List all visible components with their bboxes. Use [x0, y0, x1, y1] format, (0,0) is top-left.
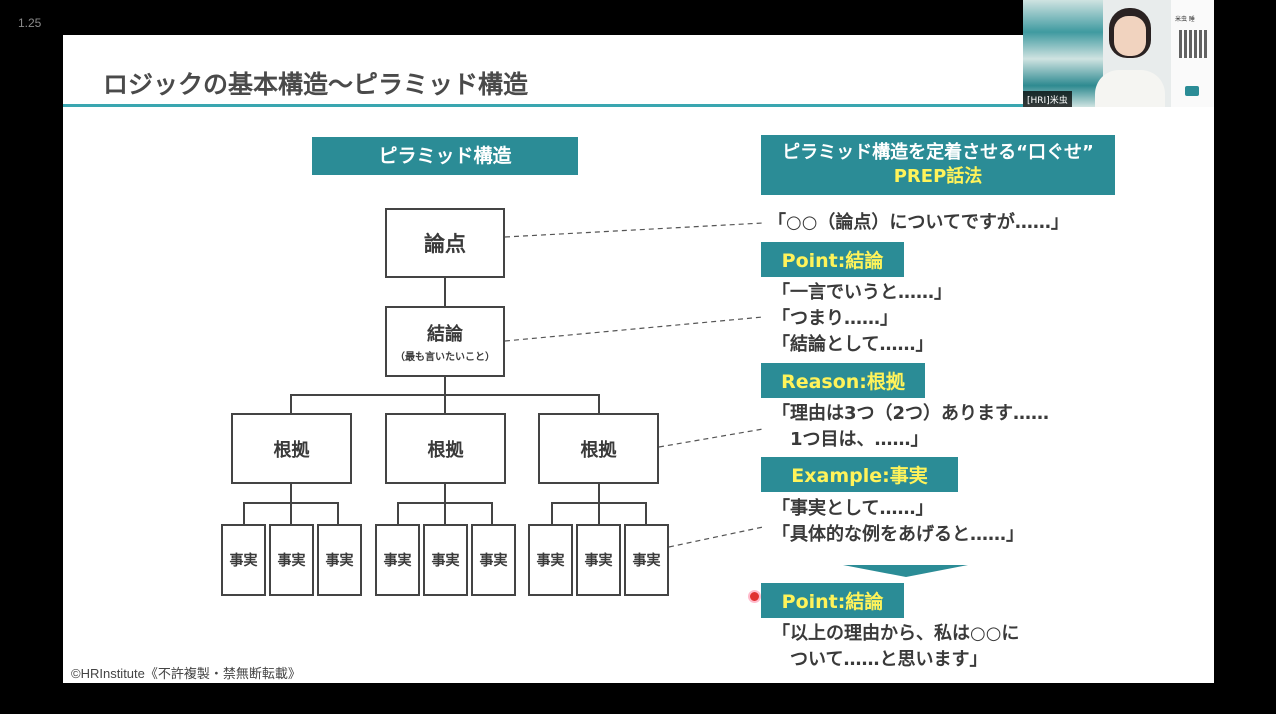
- fact-label: 事実: [325, 553, 354, 569]
- leader-line-fact: [668, 526, 764, 548]
- logo-icon: [1185, 86, 1199, 96]
- reason-lines: 「理由は3つ（2つ）あります…… 1つ目は、……」: [772, 401, 1049, 453]
- connector: [444, 502, 446, 524]
- reason-line: 1つ目は、……」: [772, 429, 929, 450]
- copyright: ©HRInstitute《不許複製・禁無断転載》: [71, 666, 301, 681]
- fact-box: 事実: [576, 524, 621, 596]
- pyramid-header: ピラミッド構造: [312, 137, 578, 175]
- fact-box: 事実: [423, 524, 468, 596]
- fact-label: 事実: [536, 553, 565, 569]
- fact-box: 事実: [269, 524, 314, 596]
- leader-line-conclusion: [504, 316, 764, 342]
- fact-box: 事実: [221, 524, 266, 596]
- example-line: 「具体的な例をあげると……」: [772, 524, 1024, 545]
- issue-label: 論点: [424, 232, 466, 256]
- fact-label: 事実: [584, 553, 613, 569]
- connector: [290, 484, 292, 503]
- example-line: 「事実として……」: [772, 498, 934, 519]
- connector: [397, 502, 399, 524]
- reason-box: 根拠: [231, 413, 352, 484]
- intro-line: 「○○（論点）についてですが……」: [768, 212, 1069, 233]
- connector: [444, 377, 446, 394]
- connector: [290, 394, 292, 413]
- point2-line: ついて……と思います」: [772, 649, 988, 670]
- fact-label: 事実: [479, 553, 508, 569]
- fact-box: 事実: [317, 524, 362, 596]
- fact-label: 事実: [277, 553, 306, 569]
- connector: [444, 484, 446, 503]
- connector: [444, 278, 446, 306]
- point-lines: 「一言でいうと……」 「つまり……」 「結論として……」: [772, 280, 952, 358]
- prep-header-line2: PREP話法: [893, 166, 983, 187]
- connector: [645, 502, 647, 524]
- fact-label: 事実: [383, 553, 412, 569]
- connector: [337, 502, 339, 524]
- point-line: 「つまり……」: [772, 308, 898, 329]
- fact-box: 事実: [471, 524, 516, 596]
- video-background: [1023, 0, 1103, 107]
- connector: [243, 502, 245, 524]
- connector: [598, 484, 600, 503]
- connector: [491, 502, 493, 524]
- point2-lines: 「以上の理由から、私は○○に ついて……と思います」: [772, 621, 1019, 673]
- presenter-silhouette: [1095, 8, 1165, 107]
- leader-lines: [504, 222, 968, 577]
- title-rule: [63, 104, 1214, 107]
- card-name: 米虫 睡: [1175, 16, 1195, 23]
- connector: [598, 394, 600, 413]
- point-tag: Point:結論: [761, 242, 904, 277]
- point-line: 「結論として……」: [772, 334, 934, 355]
- conclusion-sub: （最も言いたいこと）: [395, 352, 495, 363]
- reason-box: 根拠: [385, 413, 506, 484]
- point2-line: 「以上の理由から、私は○○に: [772, 623, 1020, 644]
- fact-box: 事実: [375, 524, 420, 596]
- conclusion-label: 結論: [427, 324, 463, 345]
- reason-line: 「理由は3つ（2つ）あります……: [772, 403, 1050, 424]
- slide-title: ロジックの基本構造〜ピラミッド構造: [103, 70, 529, 99]
- prep-header-line1: ピラミッド構造を定着させる“口ぐせ”: [782, 142, 1094, 163]
- business-card: 米虫 睡: [1171, 0, 1214, 107]
- reason-tag: Reason:根拠: [761, 363, 925, 398]
- prep-header: ピラミッド構造を定着させる“口ぐせ” PREP話法: [761, 135, 1115, 195]
- connector: [444, 394, 446, 413]
- down-arrow-icon: [843, 565, 968, 577]
- timestamp: 1.25: [18, 16, 42, 30]
- cursor-dot: [748, 590, 761, 603]
- example-tag: Example:事実: [761, 457, 958, 492]
- fact-box: 事実: [624, 524, 669, 596]
- point2-tag: Point:結論: [761, 583, 904, 618]
- leader-line-issue: [504, 222, 764, 238]
- slide: ロジックの基本構造〜ピラミッド構造 ピラミッド構造 ピラミッド構造を定着させる“…: [63, 35, 1214, 683]
- connector: [290, 502, 292, 524]
- qr-code-icon: [1179, 30, 1207, 58]
- reason-label: 根拠: [580, 439, 617, 461]
- example-lines: 「事実として……」 「具体的な例をあげると……」: [772, 496, 1024, 548]
- leader-line-reason: [658, 428, 764, 448]
- participant-name-label: [HRI]米虫: [1023, 91, 1072, 107]
- reason-label: 根拠: [427, 439, 464, 461]
- reason-box: 根拠: [538, 413, 659, 484]
- reason-label: 根拠: [273, 439, 310, 461]
- connector: [551, 502, 553, 524]
- connector: [598, 502, 600, 524]
- point-line: 「一言でいうと……」: [772, 282, 952, 303]
- fact-box: 事実: [528, 524, 573, 596]
- fact-label: 事実: [229, 553, 258, 569]
- issue-box: 論点: [385, 208, 505, 278]
- fact-label: 事実: [431, 553, 460, 569]
- fact-label: 事実: [632, 553, 661, 569]
- presenter-video[interactable]: 米虫 睡 [HRI]米虫: [1023, 0, 1214, 107]
- conclusion-box: 結論 （最も言いたいこと）: [385, 306, 505, 377]
